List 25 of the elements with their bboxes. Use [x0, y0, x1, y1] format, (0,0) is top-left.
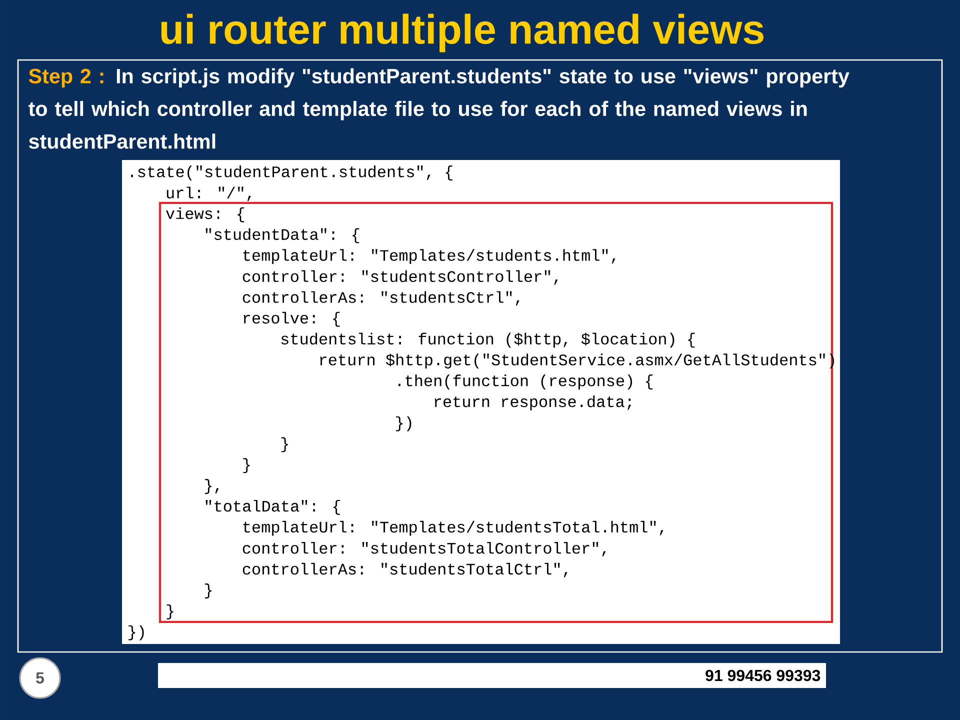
slide-title: ui router multiple named views	[161, 14, 764, 52]
code-line: templateUrl: "Templates/studentsTotal.html",	[243, 520, 664, 536]
code-line: resolve: {	[244, 312, 340, 327]
code-line: return response.data;	[434, 395, 632, 410]
code-line: }	[166, 604, 174, 620]
code-line: },	[204, 479, 219, 494]
code-line: }	[243, 458, 250, 474]
code-line: templateUrl: "Templates/students.html",	[243, 249, 616, 264]
code-line: "totalData": {	[206, 500, 340, 515]
code-line: url: "/",	[166, 186, 251, 202]
code-line: controllerAs: "studentsCtrl",	[242, 291, 520, 306]
code-line: studentslist: function ($http, $location) {	[281, 332, 695, 348]
code-line: "studentData": {	[206, 228, 360, 244]
code-line: views: {	[166, 207, 244, 222]
code-line: }	[281, 437, 288, 452]
code-line: })	[128, 625, 144, 640]
code-line: }	[204, 584, 212, 598]
code-line: controllerAs: "studentsTotalCtrl",	[242, 562, 568, 578]
step-text: Step 2 : In script.js modify "studentParent.students" state to use "views" property to tell which controller and template file to use for each of the named views in studentParent.html	[28, 68, 850, 149]
code-line: })	[396, 416, 412, 432]
code-line: .state("studentParent.students", {	[131, 166, 452, 180]
code-line: controller: "studentsController",	[242, 270, 558, 285]
code-line: controller: "studentsTotalController",	[242, 542, 606, 556]
phone-number: 91 99456 99393	[706, 670, 820, 682]
code-line: .then(function (response) {	[398, 374, 653, 390]
